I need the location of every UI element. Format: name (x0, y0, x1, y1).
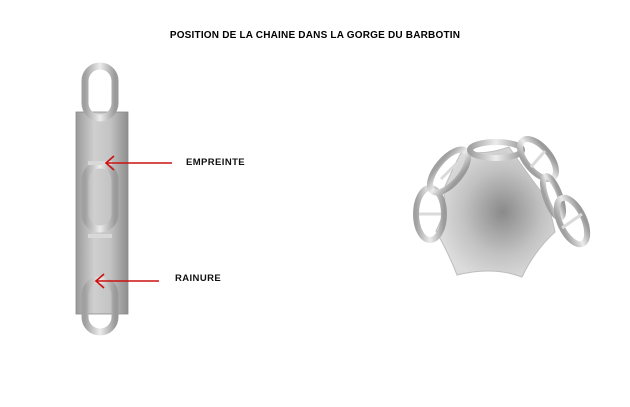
label-empreinte: EMPREINTE (186, 157, 246, 168)
arrow-rainure (94, 273, 159, 289)
label-rainure: RAINURE (175, 273, 222, 284)
side-view (75, 62, 129, 336)
front-view (413, 136, 591, 278)
diagram-title: POSITION DE LA CHAINE DANS LA GORGE DU B… (169, 30, 461, 41)
arrow-empreinte (104, 155, 172, 171)
chain-around-wheel (413, 136, 591, 248)
chain-studs-wheel (419, 150, 583, 230)
